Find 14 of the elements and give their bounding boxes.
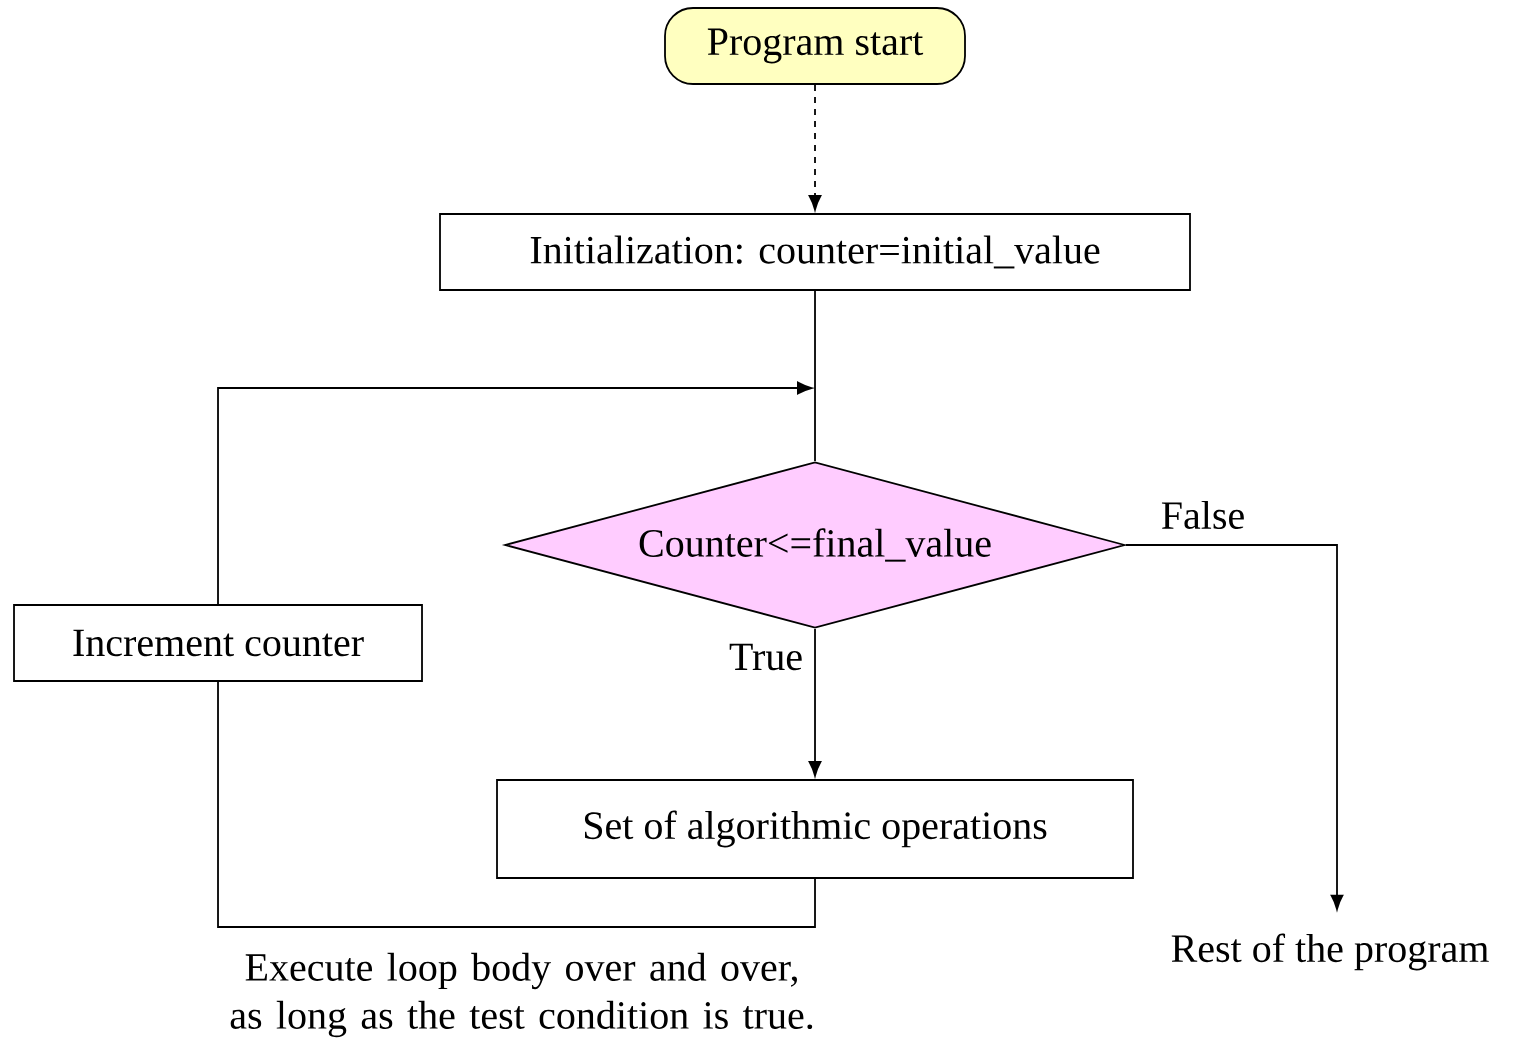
- start-terminal: Program start: [664, 7, 966, 85]
- connector-line: [217, 681, 816, 928]
- arrow: [217, 381, 813, 605]
- arrow: [808, 84, 822, 211]
- arrow: [808, 628, 822, 777]
- process-box: Increment counter: [13, 604, 423, 682]
- connector-line: [814, 290, 816, 462]
- edge-label: True: [726, 641, 806, 673]
- arrow: [1125, 544, 1344, 910]
- edge-label: False: [1158, 498, 1248, 532]
- end-text: Rest of the program: [1171, 933, 1489, 971]
- process-box: Set of algorithmic operations: [496, 779, 1134, 879]
- note-text: Execute loop body over and over, as long as the test condition is true.: [230, 952, 813, 1038]
- process-box: Initialization: counter=initial_value: [439, 213, 1191, 291]
